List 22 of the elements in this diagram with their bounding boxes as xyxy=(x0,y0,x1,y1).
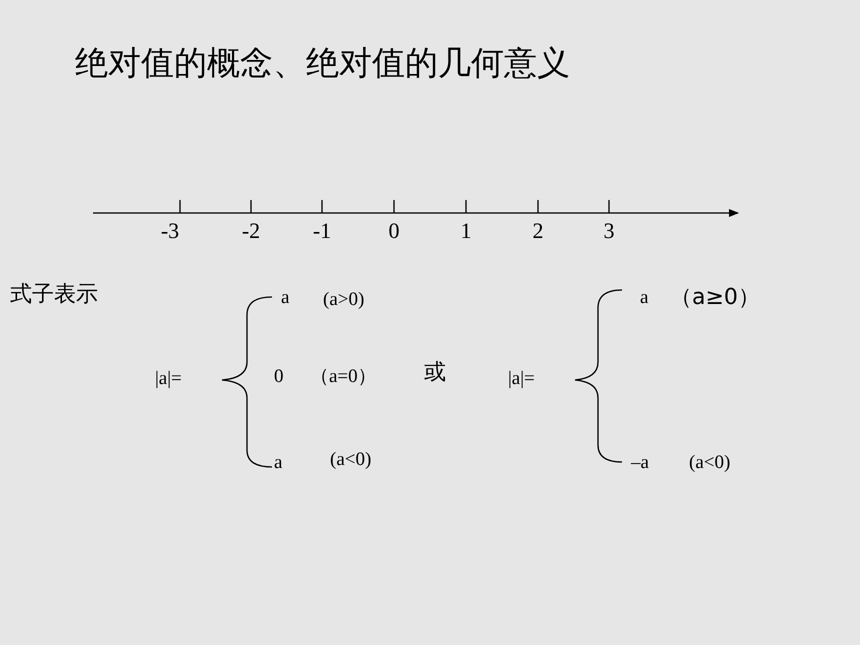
tick-label: -2 xyxy=(242,220,260,242)
tick-label: -1 xyxy=(312,220,332,242)
formula-condition: （a=0） xyxy=(310,367,377,386)
formula-condition: (a<0) xyxy=(689,453,730,472)
tick-label: -3 xyxy=(160,220,180,242)
tick-label: 1 xyxy=(460,220,472,242)
absolute-value-expression: |a|= xyxy=(508,369,535,388)
formula-condition: (a>0) xyxy=(323,290,364,309)
formula-term: a xyxy=(274,453,282,472)
tick-label: 3 xyxy=(604,220,614,242)
formula-term: a xyxy=(281,288,290,307)
formula-term: –a xyxy=(631,453,649,472)
formula-term: 0 xyxy=(274,367,284,386)
absolute-value-expression: |a|= xyxy=(155,369,182,388)
formula-condition: （a≥0） xyxy=(670,287,760,309)
connective-word: 或 xyxy=(424,362,446,384)
tick-label: 2 xyxy=(532,220,544,242)
tick-label: 0 xyxy=(388,220,400,242)
section-label: 式子表示 xyxy=(10,284,98,306)
slide-title: 绝对值的概念、绝对值的几何意义 xyxy=(75,46,570,79)
formula-term: a xyxy=(640,288,648,307)
formula-condition: (a<0) xyxy=(330,450,372,469)
